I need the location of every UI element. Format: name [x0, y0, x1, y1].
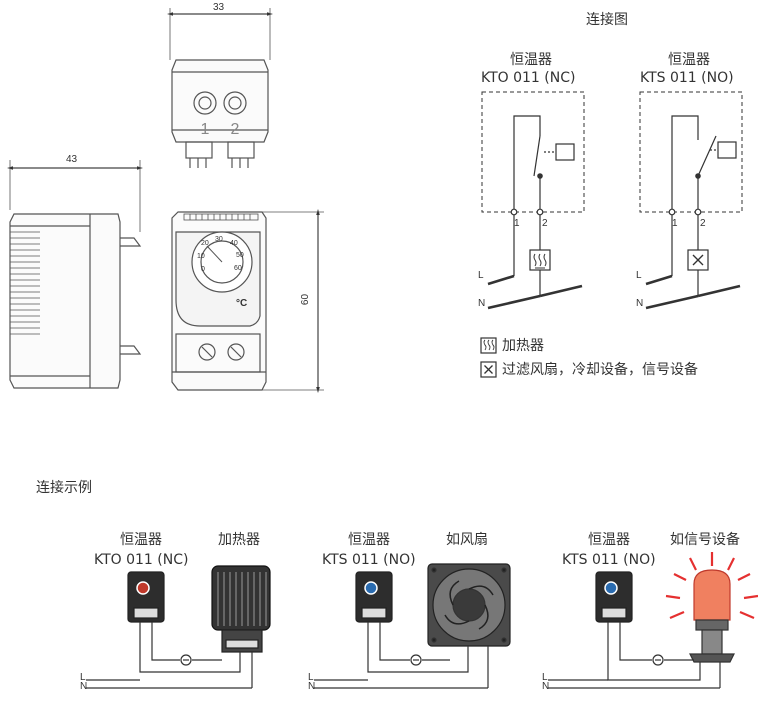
dial-tick-30: 30	[215, 236, 223, 243]
depth-dimension-label: 43	[66, 154, 78, 165]
terminal-label-2: 2	[231, 121, 240, 138]
kto-line-n: N	[478, 298, 486, 309]
example3-device-name: 恒温器	[588, 532, 630, 548]
kto-terminal-1: 1	[514, 218, 520, 229]
example-kts-signal	[548, 552, 758, 689]
front-view-drawing	[171, 209, 324, 393]
dial-unit: °C	[236, 298, 248, 309]
wiring-diagram-kts	[639, 91, 743, 310]
example2-load: 如风扇	[446, 532, 488, 548]
terminal-screw-1	[193, 91, 217, 115]
kts-terminal-2: 2	[700, 218, 706, 229]
example-kto-heater	[86, 565, 271, 689]
kts-line-l: L	[636, 270, 642, 281]
example1-line-n: N	[80, 681, 88, 692]
example1-device-model: KTO 011 (NC)	[94, 552, 189, 568]
example1-load: 加热器	[218, 532, 260, 548]
height-dimension-label: 60	[300, 293, 312, 306]
example3-line-l: L	[542, 672, 548, 683]
examples-title: 连接示例	[36, 480, 92, 496]
dial-tick-40: 40	[230, 240, 238, 247]
legend-heater-label: 加热器	[502, 338, 544, 354]
kts-device-name: 恒温器	[668, 52, 710, 68]
kto-device-name: 恒温器	[510, 52, 552, 68]
width-dimension-label: 33	[213, 2, 225, 13]
terminal-screw-2	[223, 91, 247, 115]
kto-terminal-2: 2	[542, 218, 548, 229]
kts-device-model: KTS 011 (NO)	[640, 70, 734, 86]
side-view-drawing	[7, 160, 143, 389]
dial-tick-60: 60	[234, 265, 242, 272]
dial-tick-20: 20	[201, 240, 209, 247]
top-view-drawing: 1 2	[167, 8, 273, 168]
dial-tick-10: 10	[197, 253, 205, 260]
dial-tick-0: 0	[201, 266, 205, 273]
kts-terminal-1: 1	[672, 218, 678, 229]
dial-tick-50: 50	[236, 252, 244, 259]
example2-device-model: KTS 011 (NO)	[322, 552, 416, 568]
kto-device-model: KTO 011 (NC)	[481, 70, 576, 86]
wiring-diagram-kto	[481, 91, 585, 310]
kts-line-n: N	[636, 298, 644, 309]
example2-line-l: L	[308, 672, 314, 683]
legend-heater-icon	[480, 337, 497, 354]
kto-line-l: L	[478, 270, 484, 281]
legend-icons	[480, 337, 497, 378]
terminal-label-1: 1	[201, 121, 210, 138]
example1-device-name: 恒温器	[120, 532, 162, 548]
wiring-diagram-title: 连接图	[586, 12, 628, 28]
example3-device-model: KTS 011 (NO)	[562, 552, 656, 568]
legend-fan-icon	[480, 361, 497, 378]
example-kts-fan	[314, 563, 511, 689]
legend-fan-label: 过滤风扇，冷却设备，信号设备	[502, 362, 698, 378]
example1-line-l: L	[80, 672, 86, 683]
example3-load: 如信号设备	[670, 532, 740, 548]
example2-line-n: N	[308, 681, 316, 692]
example3-line-n: N	[542, 681, 550, 692]
example2-device-name: 恒温器	[348, 532, 390, 548]
